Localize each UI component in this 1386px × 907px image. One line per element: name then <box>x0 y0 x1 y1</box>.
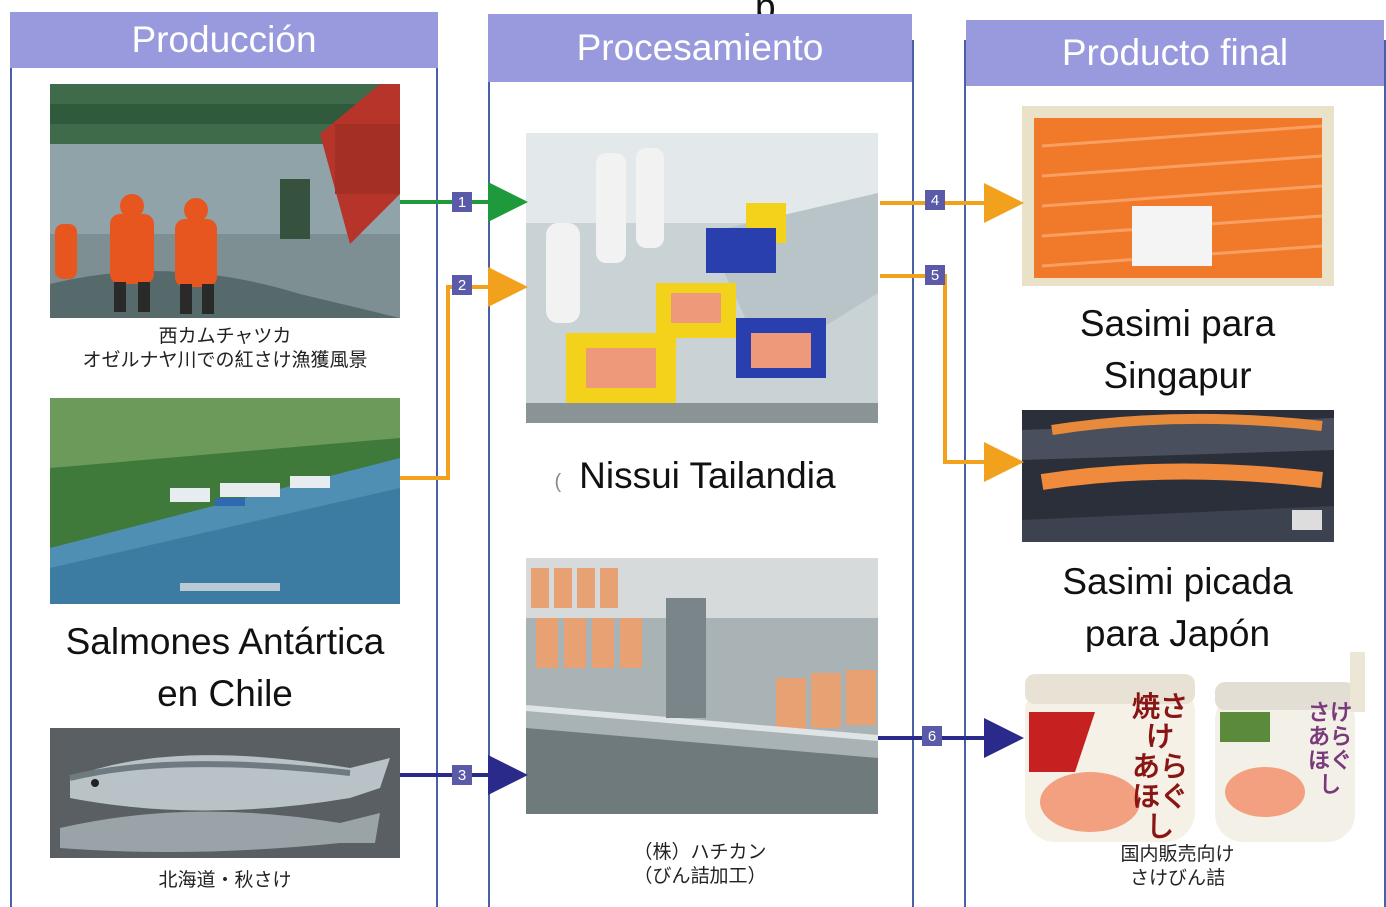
arrow-badge-5: 5 <box>925 265 945 285</box>
fishermen-photo <box>50 84 400 318</box>
jar1-label: 焼さけ あらほぐし <box>1131 690 1188 842</box>
processing-header: Procesamiento <box>488 14 912 82</box>
product-label-japan-line1: Sasimi picada <box>1062 561 1293 602</box>
arrow-badge-4: 4 <box>925 190 945 210</box>
fishermen-caption-line1: 西カムチャツカ <box>158 325 292 347</box>
fish-farm-aerial-photo <box>50 398 400 604</box>
jar2-label: さけ あらほぐし <box>1307 701 1352 798</box>
arrow-5 <box>880 274 1024 482</box>
fishermen-caption-line2: オゼルナヤ川での紅さけ漁獲風景 <box>82 349 368 371</box>
salmon-flake-jars-photo: 焼さけ あらほぐし さけ あらほぐし <box>1015 652 1365 842</box>
hokkaido-caption: 北海道・秋さけ <box>158 869 292 891</box>
arrow-2 <box>400 267 528 480</box>
production-label-chile-line2: en Chile <box>157 673 293 714</box>
arrow-badge-2: 2 <box>452 275 472 295</box>
column-line-production-left <box>10 40 12 907</box>
jar-caption: 国内販売向け さけびん詰 <box>980 842 1375 890</box>
arrow-badge-3: 3 <box>452 765 472 785</box>
column-line-final-left <box>964 40 966 907</box>
production-header: Producción <box>10 12 438 68</box>
product-label-japan-line2: para Japón <box>1084 613 1271 654</box>
column-line-final-right <box>1384 40 1386 907</box>
processing-hidden-char: ( <box>554 471 562 493</box>
trout-tataki-photo <box>1022 410 1334 542</box>
product-label-singapore-line1: Sasimi para <box>1079 303 1276 344</box>
hachikan-caption-line2: （びん詰加工） <box>633 865 767 887</box>
arrow-badge-6: 6 <box>922 726 942 746</box>
salmon-fish-photo <box>50 728 400 858</box>
product-label-singapore-line2: Singapur <box>1103 355 1252 396</box>
hachikan-caption-line1: （株）ハチカン <box>633 841 767 863</box>
column-line-processing-left <box>488 40 490 907</box>
production-label-chile-line1: Salmones Antártica <box>65 621 385 662</box>
production-label-chile: Salmones Antártica en Chile <box>20 616 430 720</box>
sashimi-pack-photo <box>1022 106 1334 286</box>
jar-caption-line2: さけびん詰 <box>1129 867 1225 889</box>
hachikan-caption: （株）ハチカン （びん詰加工） <box>500 840 900 888</box>
product-label-japan: Sasimi picada para Japón <box>980 556 1375 660</box>
column-line-production-right <box>436 40 438 907</box>
arrow-badge-1: 1 <box>452 192 472 212</box>
processing-line-photo <box>526 133 878 423</box>
final-header: Producto final <box>966 20 1384 86</box>
column-line-processing-right <box>912 40 914 907</box>
processing-label-thailand: ( Nissui Tailandia <box>500 450 890 508</box>
jar-caption-line1: 国内販売向け <box>1120 843 1235 865</box>
product-label-singapore: Sasimi para Singapur <box>980 298 1375 402</box>
jar-line-photo <box>526 558 878 814</box>
processing-label-thailand-text: Nissui Tailandia <box>579 455 836 496</box>
fishermen-caption: 西カムチャツカ オゼルナヤ川での紅さけ漁獲風景 <box>30 324 420 372</box>
